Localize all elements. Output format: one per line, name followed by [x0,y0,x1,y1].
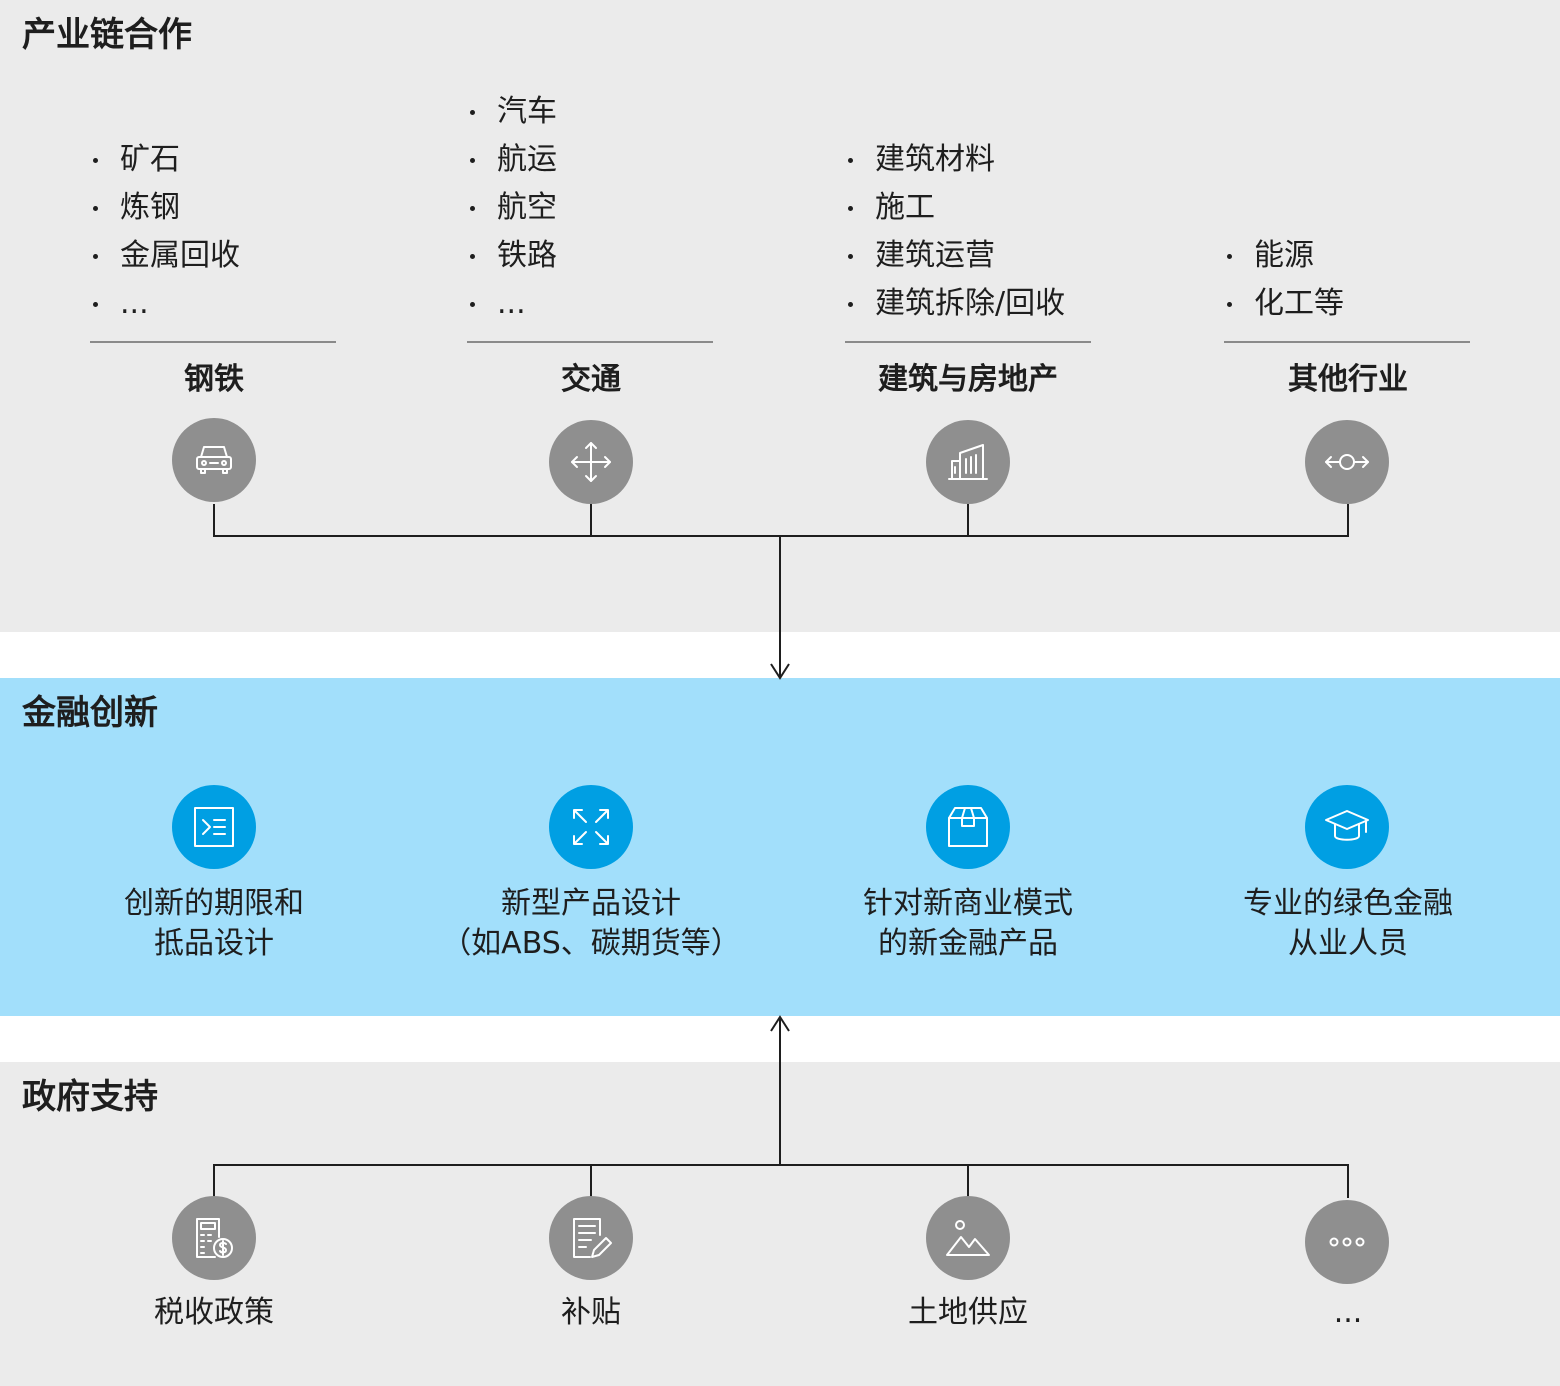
innovation-icon-circle-3 [926,785,1010,869]
list-item: 矿石 [90,136,240,184]
other-label: 其他行业 [1288,362,1408,397]
list-item: 施工 [845,184,1065,232]
caption-line: 的新金融产品 [878,926,1058,961]
transport-icon-circle [549,420,633,504]
industry-arrow-head [770,663,790,680]
list-item: ... [90,280,240,328]
construction-label: 建筑与房地产 [878,362,1058,397]
more-dots-icon [1329,1237,1365,1247]
industry-section-title: 产业链合作 [22,15,192,55]
other-icon-circle [1305,420,1389,504]
list-item: 铁路 [467,232,557,280]
support-icon-circle-3 [926,1196,1010,1280]
transport-label: 交通 [561,362,621,397]
list-item: 化工等 [1224,280,1344,328]
tax-calculator-icon [196,1218,233,1258]
move-arrows-icon [571,442,611,482]
caption-line: （如ABS、碳期货等） [441,926,741,961]
car-icon [196,446,232,474]
other-divider [1224,341,1470,343]
landscape-icon [946,1220,990,1256]
support-icon-circle-1 [172,1196,256,1280]
government-connector [213,1164,1349,1198]
innovation-caption-4: 专业的绿色金融 从业人员 [1168,884,1528,964]
steel-label: 钢铁 [184,362,244,397]
link-arrows-icon [1325,454,1369,470]
caption-line: 抵品设计 [154,926,274,961]
caption-line: 从业人员 [1288,926,1408,961]
caption-line: 专业的绿色金融 [1243,886,1453,921]
building-icon [948,444,988,480]
innovation-caption-2: 新型产品设计 （如ABS、碳期货等） [411,884,771,964]
transport-item-list: 汽车 航运 航空 铁路 ... [467,88,557,328]
industry-connector [213,504,1349,537]
support-label-4: ... [1333,1295,1363,1330]
caption-line: 新型产品设计 [501,886,681,921]
caption-line: 创新的期限和 [124,886,304,921]
industry-column-other: 能源 化工等 [1224,80,1474,328]
list-item: 汽车 [467,88,557,136]
list-item: 航空 [467,184,557,232]
innovation-icon-circle-1 [172,785,256,869]
support-icon-circle-4 [1305,1200,1389,1284]
expand-arrows-icon [573,809,609,845]
industry-column-transport: 汽车 航运 航空 铁路 ... [467,80,717,328]
document-edit-icon [573,1218,612,1258]
innovation-icon-circle-4 [1305,785,1389,869]
government-section-title: 政府支持 [22,1077,158,1117]
industry-column-construction: 建筑材料 施工 建筑运营 建筑拆除/回收 [845,80,1095,328]
steel-icon-circle [172,418,256,502]
list-item: 炼钢 [90,184,240,232]
innovation-icon-circle-2 [549,785,633,869]
support-label-1: 税收政策 [154,1295,274,1330]
industry-column-steel: 矿石 炼钢 金属回收 ... [90,80,340,328]
industry-band [0,0,1560,632]
innovation-caption-1: 创新的期限和 抵品设计 [34,884,394,964]
support-label-2: 补贴 [561,1295,621,1330]
steel-item-list: 矿石 炼钢 金属回收 ... [90,136,240,328]
list-item: 能源 [1224,232,1344,280]
construction-divider [845,341,1091,343]
finance-section-title: 金融创新 [22,693,158,733]
caption-line: 针对新商业模式 [863,886,1073,921]
finance-band [0,678,1560,1016]
innovation-caption-3: 针对新商业模式 的新金融产品 [788,884,1148,964]
list-item: 建筑运营 [845,232,1065,280]
graduation-cap-icon [1325,810,1369,841]
steel-divider [90,341,336,343]
list-item: 航运 [467,136,557,184]
construction-icon-circle [926,420,1010,504]
support-label-3: 土地供应 [908,1295,1028,1330]
list-item: 金属回收 [90,232,240,280]
construction-item-list: 建筑材料 施工 建筑运营 建筑拆除/回收 [845,136,1065,328]
other-item-list: 能源 化工等 [1224,232,1344,328]
list-item: ... [467,280,557,328]
terminal-icon [194,807,234,847]
list-item: 建筑材料 [845,136,1065,184]
transport-divider [467,341,713,343]
list-item: 建筑拆除/回收 [845,280,1065,328]
government-arrow-head [770,1015,790,1032]
support-icon-circle-2 [549,1196,633,1280]
box-icon [948,807,988,847]
